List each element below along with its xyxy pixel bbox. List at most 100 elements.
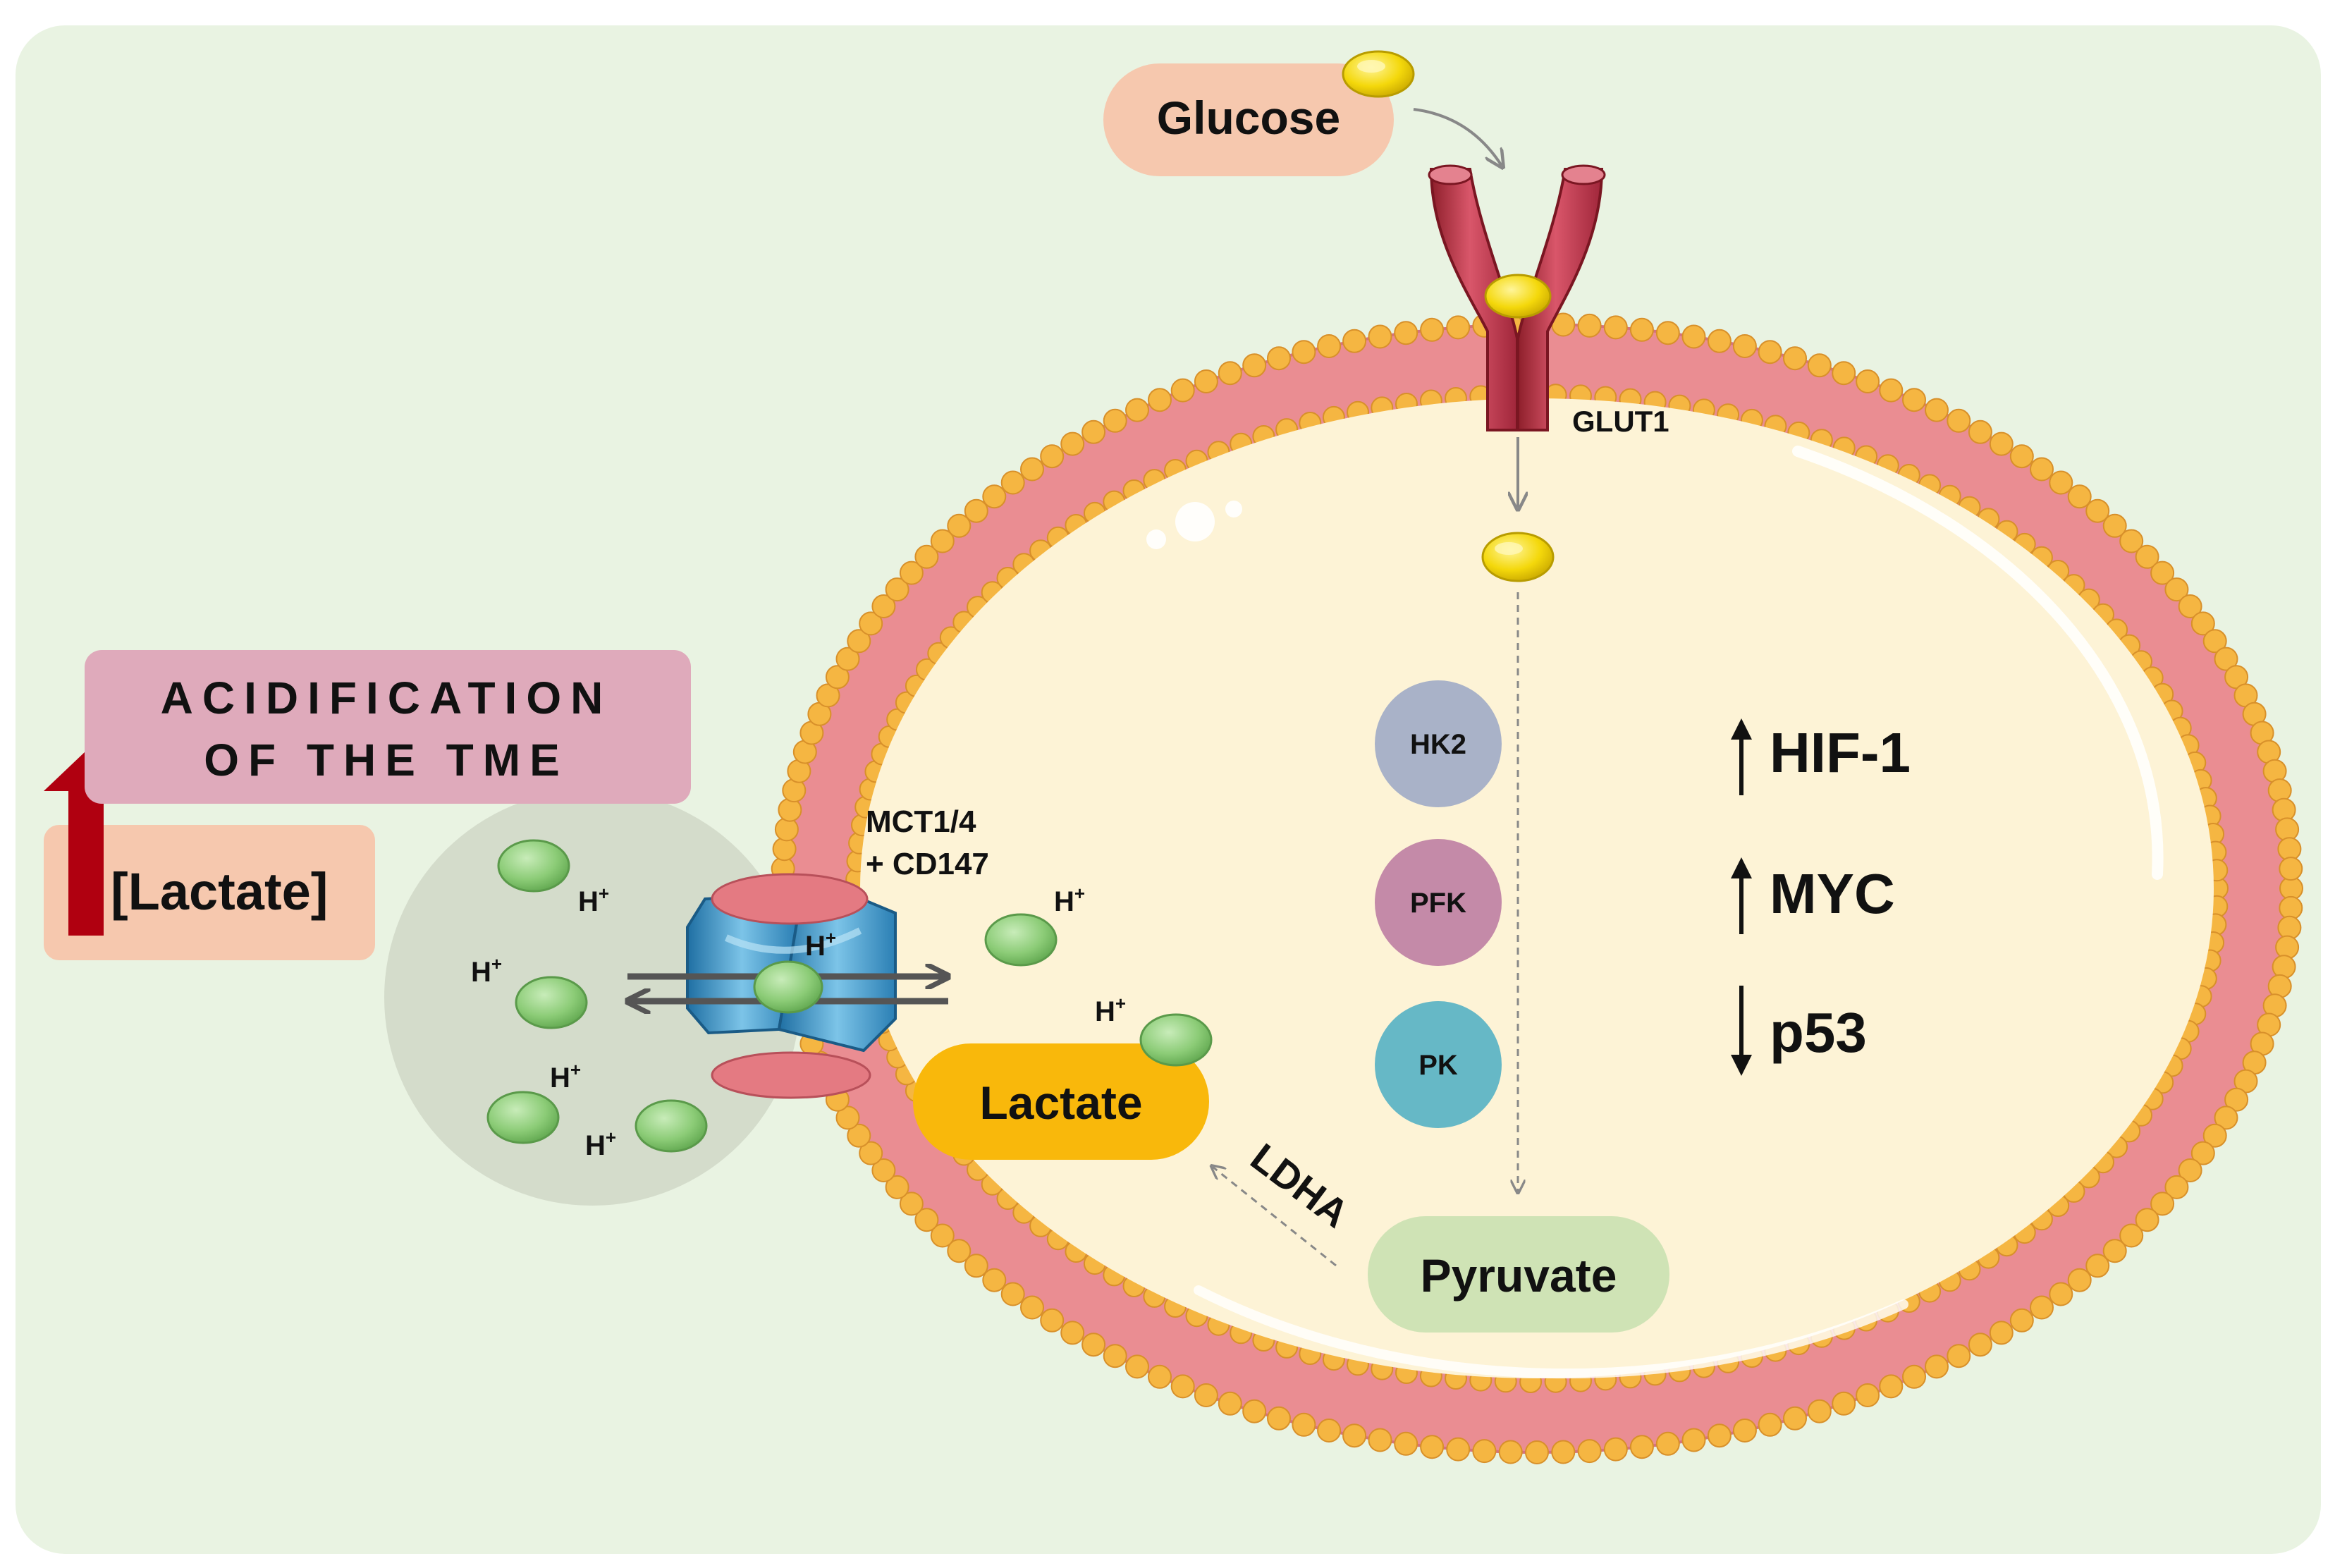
regulator-myc-label: MYC	[1770, 862, 1895, 925]
lipid-head	[1758, 340, 1782, 365]
regulator-hif1-label: HIF-1	[1770, 721, 1911, 784]
enzyme-pk-label: PK	[1418, 1050, 1458, 1081]
lipid-head	[1472, 1439, 1497, 1464]
lipid-head	[1317, 1419, 1342, 1443]
lipid-head	[899, 561, 924, 585]
proton-label: H+	[1095, 993, 1126, 1027]
lipid-head	[1989, 1321, 2014, 1345]
lipid-head	[1758, 1412, 1782, 1437]
enzyme-hk2: HK2	[1375, 680, 1502, 807]
proton-label: H+	[550, 1059, 581, 1094]
lipid-head	[1040, 1308, 1065, 1333]
lipid-head	[1832, 361, 1856, 386]
lipid-head	[1498, 1440, 1523, 1464]
lipid-head	[1732, 334, 1757, 358]
lipid-head	[1420, 1435, 1445, 1459]
lipid-head	[930, 1223, 955, 1248]
lipid-head	[1292, 1412, 1316, 1437]
proton-label: H+	[578, 883, 609, 917]
lipid-head	[914, 544, 939, 569]
lipid-head	[1603, 315, 1628, 340]
lipid-head	[2178, 594, 2202, 618]
lipid-head	[1681, 1428, 1706, 1452]
lipid-head	[1879, 378, 1904, 403]
lipid-head	[1194, 1383, 1218, 1407]
lipid-head	[1446, 1437, 1471, 1462]
glucose-label: Glucose	[1157, 92, 1340, 144]
lipid-head	[2030, 1295, 2054, 1320]
lipid-head	[2067, 1268, 2092, 1292]
lipid-head	[1629, 317, 1654, 342]
lactate-box: Lactate	[913, 1043, 1209, 1160]
lipid-head	[1292, 340, 1316, 365]
lipid-head	[2164, 1175, 2189, 1199]
lipid-head	[1317, 334, 1342, 358]
lipid-head	[2150, 561, 2175, 585]
lipid-head	[847, 629, 871, 654]
lipid-head	[835, 647, 860, 671]
lipid-head	[1807, 1399, 1832, 1423]
cell-membrane	[771, 312, 2303, 1464]
pyruvate-box: Pyruvate	[1368, 1216, 1669, 1333]
lipid-head	[2102, 1239, 2127, 1263]
lipid-head	[1681, 324, 1706, 349]
lipid-head	[1060, 1321, 1085, 1345]
lipid-head	[2202, 629, 2227, 654]
lipid-head	[2085, 1254, 2110, 1278]
proton-icon	[497, 839, 570, 893]
mct-label-line2: + CD147	[866, 847, 989, 881]
lipid-head	[2279, 857, 2303, 881]
lipid-head	[1879, 1374, 1904, 1399]
lipid-head	[1242, 353, 1267, 378]
lipid-head	[835, 1105, 860, 1130]
enzyme-hk2-label: HK2	[1410, 729, 1466, 760]
lipid-head	[1103, 408, 1127, 433]
regulator-p53: p53	[1731, 986, 1867, 1076]
lipid-head	[871, 594, 896, 618]
proton-label: H+	[1054, 883, 1085, 917]
lipid-head	[1267, 346, 1291, 371]
regulator-hif1: HIF-1	[1731, 718, 1911, 795]
lipid-head	[1103, 1344, 1127, 1368]
lipid-head	[1783, 346, 1807, 371]
glut1-label: GLUT1	[1572, 405, 1669, 438]
lactate-concentration-label: [Lactate]	[111, 862, 328, 921]
lipid-head	[859, 611, 883, 636]
lipid-head	[1020, 457, 1044, 482]
lipid-head	[1902, 1364, 1926, 1389]
lipid-head	[1020, 1295, 1044, 1320]
pyruvate-label: Pyruvate	[1421, 1249, 1617, 1301]
lipid-head	[1925, 398, 1949, 422]
lipid-head	[1732, 1419, 1757, 1443]
lipid-head	[1551, 1440, 1576, 1464]
proton-label: H+	[585, 1127, 616, 1161]
lipid-head	[1446, 315, 1471, 340]
lipid-head	[2135, 544, 2159, 569]
lipid-head	[885, 1175, 909, 1199]
lipid-head	[947, 1239, 972, 1263]
lipid-head	[1342, 329, 1367, 353]
lipid-head	[1342, 1423, 1367, 1448]
mct-label-line1: MCT1/4	[866, 804, 976, 839]
proton-icon	[486, 1091, 560, 1144]
lipid-head	[2224, 1087, 2249, 1112]
proton-label: H+	[805, 927, 836, 962]
lipid-head	[778, 797, 802, 822]
lipid-head	[1218, 1391, 1242, 1416]
lipid-head	[2178, 1158, 2202, 1182]
lipid-head	[1968, 1333, 1992, 1357]
lipid-head	[1420, 317, 1445, 342]
lipid-head	[2164, 577, 2189, 602]
lipid-head	[1040, 444, 1065, 469]
lipid-head	[2190, 1141, 2215, 1165]
lipid-head	[871, 1158, 896, 1182]
lipid-head	[1655, 1431, 1680, 1456]
lipid-head	[2119, 529, 2144, 553]
lipid-head	[947, 513, 972, 538]
lipid-head	[1856, 369, 1880, 393]
lipid-head	[1081, 419, 1106, 444]
proton-icon	[635, 1099, 708, 1153]
regulator-p53-label: p53	[1770, 1001, 1867, 1064]
proton-label: H+	[471, 953, 502, 988]
lipid-head	[2272, 955, 2296, 979]
